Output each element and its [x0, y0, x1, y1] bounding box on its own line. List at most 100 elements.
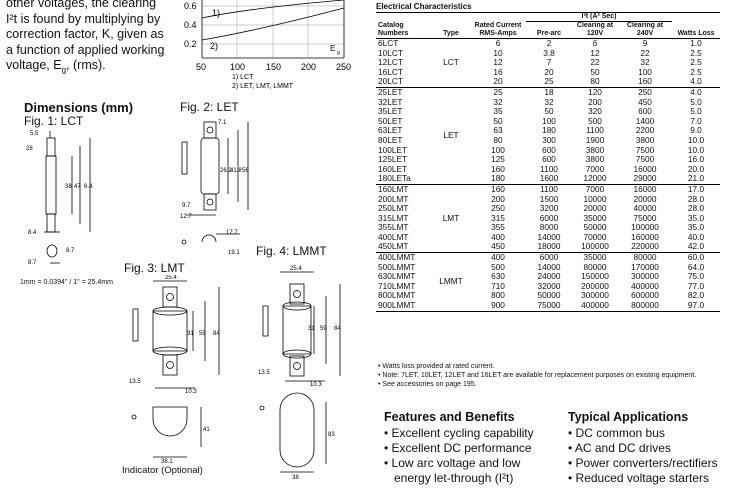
dim-label: 84 [334, 326, 341, 332]
table-cell: 120 [588, 86, 602, 97]
fig4-label: Fig. 4: LMMT [256, 244, 327, 258]
header-watts: Watts Loss [672, 12, 720, 39]
dim-label: 9.7 [182, 203, 191, 209]
type-cell: LMT [432, 184, 470, 254]
table-cell: 710LMMT [378, 280, 416, 291]
table-cell: 160LET [378, 163, 408, 174]
table-cell: 50 [590, 66, 600, 77]
table-cell: 600 [638, 106, 652, 117]
table-cell: 40.0 [687, 231, 705, 242]
table-cell: 400000 [631, 280, 659, 291]
table-cell: 125 [491, 154, 505, 165]
table-cell: 1600 [539, 173, 559, 184]
table-cell: 16 [493, 66, 503, 77]
table-cell: 20 [544, 66, 554, 77]
feature-item: Excellent DC performance [384, 441, 534, 456]
chart-legend: 1) LCT [232, 74, 254, 81]
table-cell: 1.0 [690, 38, 702, 48]
table-cell: 50000 [537, 290, 561, 301]
note: • See accessories on page 195. [378, 381, 477, 388]
table-cell: 160LMT [378, 183, 409, 194]
table-cell: 220000 [631, 241, 659, 252]
table-cell: 22 [640, 47, 650, 58]
table-cell: 200 [491, 193, 505, 204]
table-cell: 250 [491, 203, 505, 214]
table-cell: 40000 [633, 203, 657, 214]
dim-label: 41 [203, 427, 210, 433]
table-cell: 2.5 [690, 47, 702, 58]
dim-label: 38 [292, 475, 299, 481]
application-item: DC common bus [568, 426, 718, 441]
table-cell: 4.0 [690, 86, 702, 97]
table-cell: 200LMT [378, 193, 409, 204]
type-cell: LCT [432, 38, 470, 88]
table-cell: 400 [491, 231, 505, 242]
dimensions-heading: Dimensions (mm) [24, 100, 134, 115]
table-cell: 100 [542, 115, 556, 126]
table-cell: 80 [590, 76, 600, 87]
table-cell: 3800 [585, 144, 605, 155]
table-cell: 80000 [633, 252, 657, 263]
table-cell: 3800 [585, 154, 605, 165]
table-cell: 180LETa [378, 173, 411, 184]
table-cell: 32 [544, 96, 554, 107]
note: • Note: 7LET, 10LET, 12LET and 16LET are… [378, 372, 697, 379]
intro-line: a function of applied working [6, 42, 165, 57]
table-cell: 9 [642, 38, 648, 48]
table-cell: 2 [546, 38, 552, 48]
dim-label: 84 [213, 331, 220, 337]
table-cell: 20000 [633, 193, 657, 204]
table-cell: 35000 [583, 212, 607, 223]
table-cell: 100LET [378, 144, 408, 155]
feature-item: Low arc voltage and low [384, 456, 534, 471]
table-cell: 1500 [539, 193, 559, 204]
table-cell: 75.0 [687, 271, 705, 282]
dim-label: 47 [74, 184, 81, 190]
table-cell: 50000 [583, 222, 607, 233]
intro-line: voltage, Eg, (rms). [6, 58, 106, 75]
table-cell: 24000 [537, 271, 561, 282]
table-cell: 35 [493, 106, 503, 117]
table-cell: 21.0 [687, 173, 705, 184]
table-cell: 500LMMT [378, 261, 416, 272]
table-cell: 10 [493, 47, 503, 58]
table-cell: 18 [544, 86, 554, 97]
table-cell: 6LCT [378, 38, 399, 48]
table-cell: 600 [542, 154, 556, 165]
type-cell: LMMT [432, 252, 470, 312]
table-cell: 500 [491, 261, 505, 272]
table-cell: 6000 [539, 212, 559, 223]
table-cell: 16000 [633, 163, 657, 174]
table-cell: 7500 [635, 154, 655, 165]
table-cell: 100 [491, 144, 505, 155]
header-catalog: Catalog Numbers [376, 12, 432, 39]
table-cell: 800000 [631, 300, 659, 311]
electrical-characteristics-table: Catalog Numbers Type Rated Current RMS-A… [376, 12, 720, 312]
x-tick: 100 [230, 62, 245, 72]
table-cell: 250 [638, 86, 652, 97]
table-cell: 355LMT [378, 222, 409, 233]
dim-label: 5.5 [30, 131, 39, 137]
intro-line: I²t is found by multiplying by [6, 11, 161, 26]
header-type: Type [432, 12, 470, 39]
dim-label: 6.4 [84, 184, 93, 190]
table-cell: 7500 [635, 144, 655, 155]
fig1-label: Fig. 1: LCT [24, 114, 84, 128]
table-cell: 25 [493, 86, 503, 97]
table-cell: 7000 [585, 183, 605, 194]
table-cell: 160 [491, 183, 505, 194]
table-cell: 1900 [585, 134, 605, 145]
